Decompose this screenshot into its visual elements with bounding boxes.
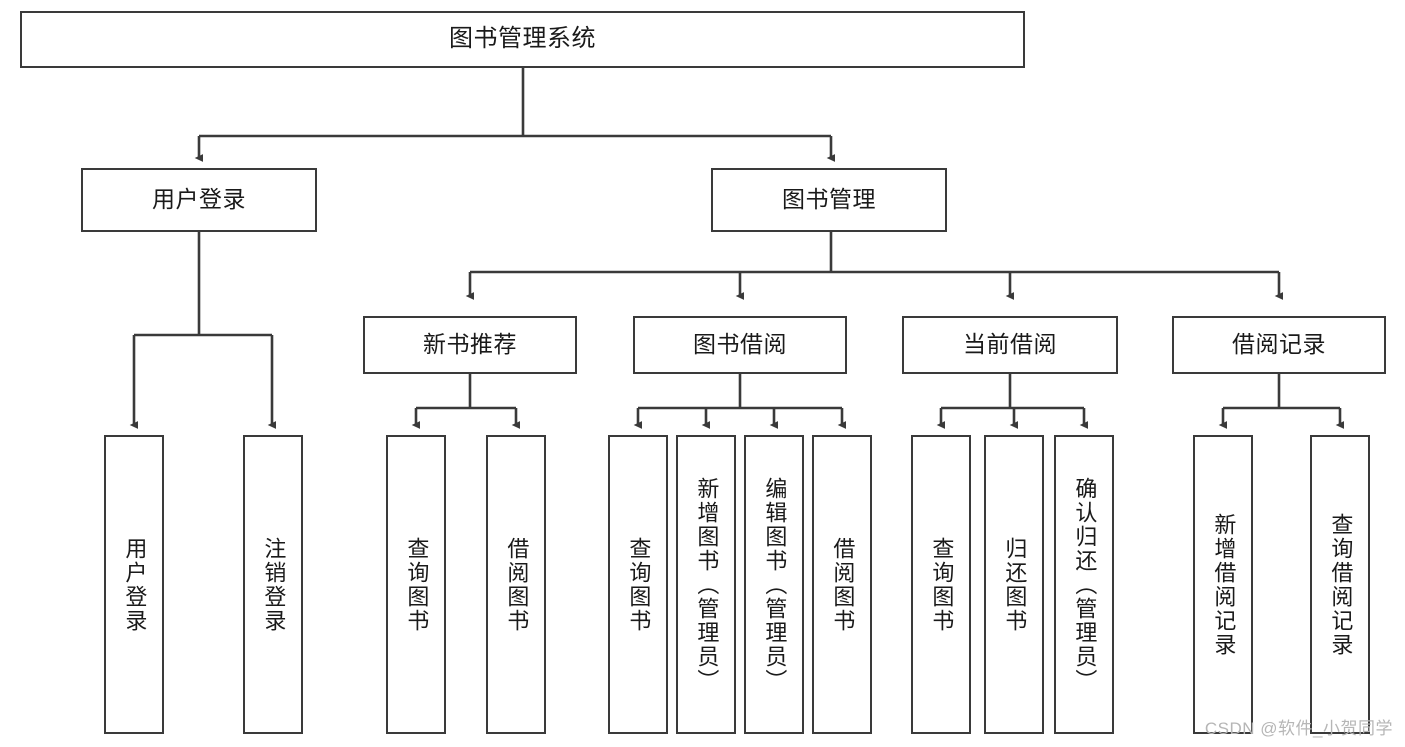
- leaf-borrow-book[interactable]: 借阅图书: [812, 435, 872, 734]
- leaf-borrow-book-recommend[interactable]: 借阅图书: [486, 435, 546, 734]
- leaf-query-book-current[interactable]: 查询图书: [911, 435, 971, 734]
- leaf-add-borrow-record[interactable]: 新增借阅记录: [1193, 435, 1253, 734]
- watermark-text: CSDN @软件_小贺同学: [1204, 719, 1393, 738]
- node-root-label: 图书管理系统: [449, 25, 596, 53]
- node-new-book-recommend[interactable]: 新书推荐: [363, 316, 577, 374]
- leaf-add-book-admin-label: 新增图书（管理员）: [694, 476, 720, 693]
- leaf-confirm-return-admin-label: 确认归还（管理员）: [1072, 476, 1098, 693]
- node-book-management[interactable]: 图书管理: [711, 168, 947, 232]
- leaf-edit-book-admin-label: 编辑图书（管理员）: [762, 476, 788, 693]
- leaf-return-book-label: 归还图书: [1002, 536, 1028, 633]
- node-book-borrow[interactable]: 图书借阅: [633, 316, 847, 374]
- node-book-management-label: 图书管理: [782, 186, 876, 213]
- leaf-return-book[interactable]: 归还图书: [984, 435, 1044, 734]
- leaf-confirm-return-admin[interactable]: 确认归还（管理员）: [1054, 435, 1114, 734]
- leaf-query-book-borrow-label: 查询图书: [626, 536, 652, 633]
- leaf-borrow-book-recommend-label: 借阅图书: [504, 536, 530, 633]
- leaf-user-login-label: 用户登录: [122, 536, 148, 633]
- leaf-edit-book-admin[interactable]: 编辑图书（管理员）: [744, 435, 804, 734]
- leaf-add-borrow-record-label: 新增借阅记录: [1211, 512, 1237, 657]
- node-user-login[interactable]: 用户登录: [81, 168, 317, 232]
- node-borrow-record[interactable]: 借阅记录: [1172, 316, 1386, 374]
- node-new-book-recommend-label: 新书推荐: [423, 331, 517, 358]
- leaf-query-book-borrow[interactable]: 查询图书: [608, 435, 668, 734]
- leaf-query-book-current-label: 查询图书: [929, 536, 955, 633]
- node-root[interactable]: 图书管理系统: [20, 11, 1025, 68]
- leaf-query-borrow-record-label: 查询借阅记录: [1328, 512, 1354, 657]
- leaf-borrow-book-label: 借阅图书: [830, 536, 856, 633]
- leaf-user-login[interactable]: 用户登录: [104, 435, 164, 734]
- leaf-logout-login-label: 注销登录: [261, 536, 287, 633]
- leaf-query-book-recommend-label: 查询图书: [404, 536, 430, 633]
- leaf-query-borrow-record[interactable]: 查询借阅记录: [1310, 435, 1370, 734]
- node-borrow-record-label: 借阅记录: [1232, 331, 1326, 358]
- leaf-add-book-admin[interactable]: 新增图书（管理员）: [676, 435, 736, 734]
- leaf-logout-login[interactable]: 注销登录: [243, 435, 303, 734]
- node-current-borrow-label: 当前借阅: [963, 331, 1057, 358]
- leaf-query-book-recommend[interactable]: 查询图书: [386, 435, 446, 734]
- node-book-borrow-label: 图书借阅: [693, 331, 787, 358]
- node-current-borrow[interactable]: 当前借阅: [902, 316, 1118, 374]
- node-user-login-label: 用户登录: [152, 186, 246, 213]
